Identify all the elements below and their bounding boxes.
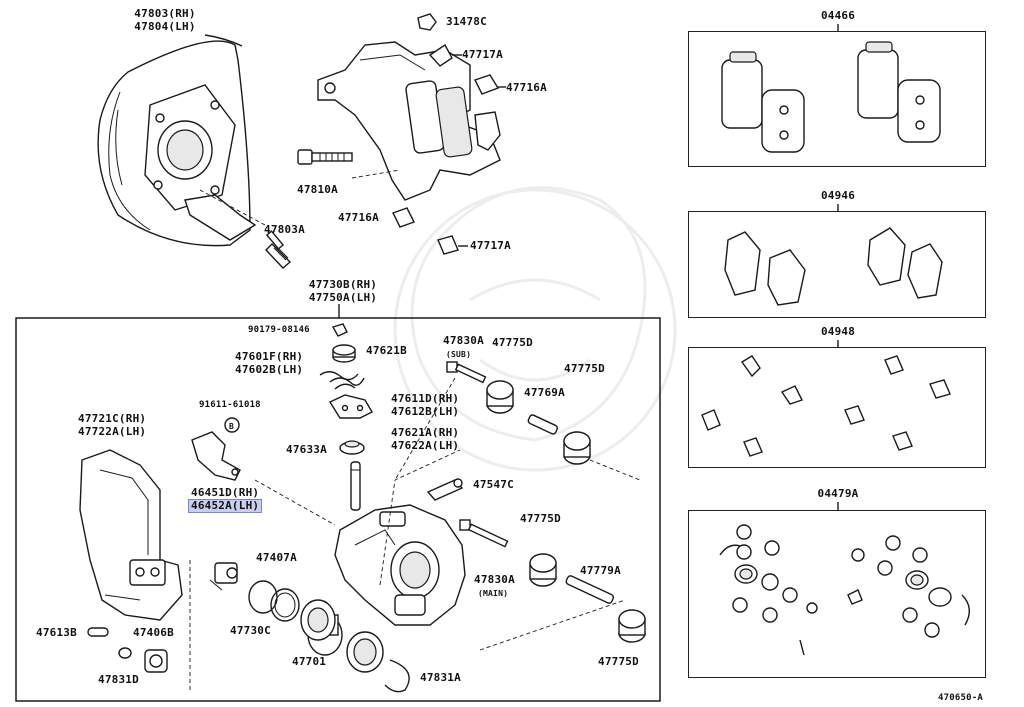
label-47612b-lh: 47612B(LH) (391, 405, 460, 418)
bleeder-47547c-drawing (426, 478, 464, 501)
part-47613b-drawing (87, 627, 109, 637)
label-bolt-47810a: 47810A (297, 183, 338, 196)
boot-47775d-c-drawing (529, 553, 557, 587)
label-47407a: 47407A (256, 551, 297, 564)
label-kit-04946: 04946 (820, 189, 856, 202)
clip-47717a-upper-drawing (428, 43, 462, 67)
label-kit-04479a: 04479A (817, 487, 859, 500)
label-clip-47717a-lower: 47717A (470, 239, 511, 252)
label-dust-cover-rh: 47803(RH) (134, 7, 196, 20)
bleeder-cap-drawing (331, 323, 348, 337)
dust-cover-drawing (97, 34, 257, 247)
seal-kit-drawing (719, 502, 970, 656)
bolt-47830a-main-drawing (459, 519, 509, 548)
label-47831d: 47831D (98, 673, 139, 686)
label-bolt-47830a-sub: 47830A (443, 334, 484, 347)
kit-box-04479a (688, 510, 986, 678)
part-47611d-drawing (328, 394, 373, 419)
label-47406b: 47406B (133, 626, 174, 639)
label-ring-47831a: 47831A (420, 671, 461, 684)
shim-47716a-upper-drawing (474, 74, 506, 95)
pin-47779a-drawing (379, 449, 626, 651)
label-boot-47775d-c: 47775D (520, 512, 561, 525)
caliper-body-drawing (334, 504, 466, 626)
bolt-47830a-sub-drawing (394, 361, 487, 481)
ring-47831a-drawing (346, 631, 410, 693)
label-pin-47769a: 47769A (524, 386, 565, 399)
kit-box-04946 (688, 211, 986, 318)
label-main-tag: (MAIN) (478, 589, 509, 598)
label-pin-47622a-lh: 47622A(LH) (391, 439, 460, 452)
label-plate-46451d: 46451D(RH) (191, 486, 260, 499)
mounting-bolt-47810a-drawing (297, 149, 401, 179)
label-bracket-lh: 47722A(LH) (78, 425, 147, 438)
label-assembly-rh: 47730B(RH) (308, 278, 378, 291)
label-47621b: 47621B (366, 344, 407, 357)
watermark-logo (393, 186, 677, 472)
boot-47775d-b-drawing (563, 431, 641, 481)
bracket-47721c-drawing (79, 449, 183, 621)
clip-47717a-lower-drawing (437, 235, 468, 255)
label-bolt-47830a-main: 47830A (474, 573, 515, 586)
cap-47621b-drawing (332, 344, 356, 363)
pin-47769a-drawing (527, 414, 558, 435)
label-bleeder-cap: 90179-08146 (248, 325, 310, 335)
label-spring-lh: 47602B(LH) (235, 363, 304, 376)
pad-kit-2-drawing (724, 204, 943, 306)
label-clip-31478c: 31478C (446, 15, 487, 28)
label-bolt-91611: 91611-61018 (199, 400, 261, 410)
label-shim-47716a-lower: 47716A (338, 211, 379, 224)
pin-47621a-drawing (350, 461, 361, 511)
label-kit-04466: 04466 (820, 9, 856, 22)
label-bolt-47803a: 47803A (264, 223, 305, 236)
label-spring-rh: 47601F(RH) (235, 350, 304, 363)
ring-47730c-drawing (248, 580, 300, 622)
mounting-bracket-drawing (317, 41, 501, 201)
label-bleeder-47547c: 47547C (473, 478, 514, 491)
part-47407a-drawing (209, 562, 238, 591)
label-47611d-rh: 47611D(RH) (391, 392, 460, 405)
boot-47633a-drawing (339, 440, 365, 455)
label-assembly-lh: 47750A(LH) (308, 291, 378, 304)
label-pin-47621a-rh: 47621A(RH) (391, 426, 460, 439)
boot-47775d-a-drawing (486, 380, 514, 414)
label-boot-47775d-d: 47775D (598, 655, 639, 668)
label-boot-47775d-b: 47775D (564, 362, 605, 375)
label-piston-47701: 47701 (292, 655, 327, 668)
plate-46451d-drawing (191, 417, 336, 526)
kit-box-04466 (688, 31, 986, 167)
label-pin-47779a: 47779A (580, 564, 621, 577)
label-sub-tag: (SUB) (446, 350, 472, 359)
label-marker-b: B (229, 422, 235, 431)
label-kit-04948: 04948 (820, 325, 856, 338)
label-boot-47775d-a: 47775D (492, 336, 533, 349)
label-boot-47633a: 47633A (286, 443, 327, 456)
shim-47716a-lower-drawing (392, 207, 415, 228)
label-clip-47717a-upper: 47717A (462, 48, 503, 61)
part-47406b-drawing (118, 560, 191, 690)
main-assembly-frame (15, 304, 661, 702)
label-ring-47730c: 47730C (230, 624, 271, 637)
label-dust-cover-lh: 47804(LH) (134, 20, 196, 33)
kit-box-04948 (688, 347, 986, 468)
fitting-kit-drawing (701, 340, 951, 457)
pad-kit-1-drawing (721, 24, 941, 153)
diagram-id: 470650-A (938, 693, 983, 703)
clip-31478c-drawing (417, 13, 437, 31)
label-plate-46452a-highlighted[interactable]: 46452A(LH) (187, 499, 263, 513)
piston-47701-drawing (300, 599, 343, 656)
label-47613b: 47613B (36, 626, 77, 639)
boot-47775d-d-drawing (618, 609, 646, 643)
spring-47601f-drawing (319, 371, 365, 390)
label-shim-47716a-upper: 47716A (506, 81, 547, 94)
bolt-47803a-drawing (199, 189, 292, 269)
label-bracket-rh: 47721C(RH) (78, 412, 147, 425)
